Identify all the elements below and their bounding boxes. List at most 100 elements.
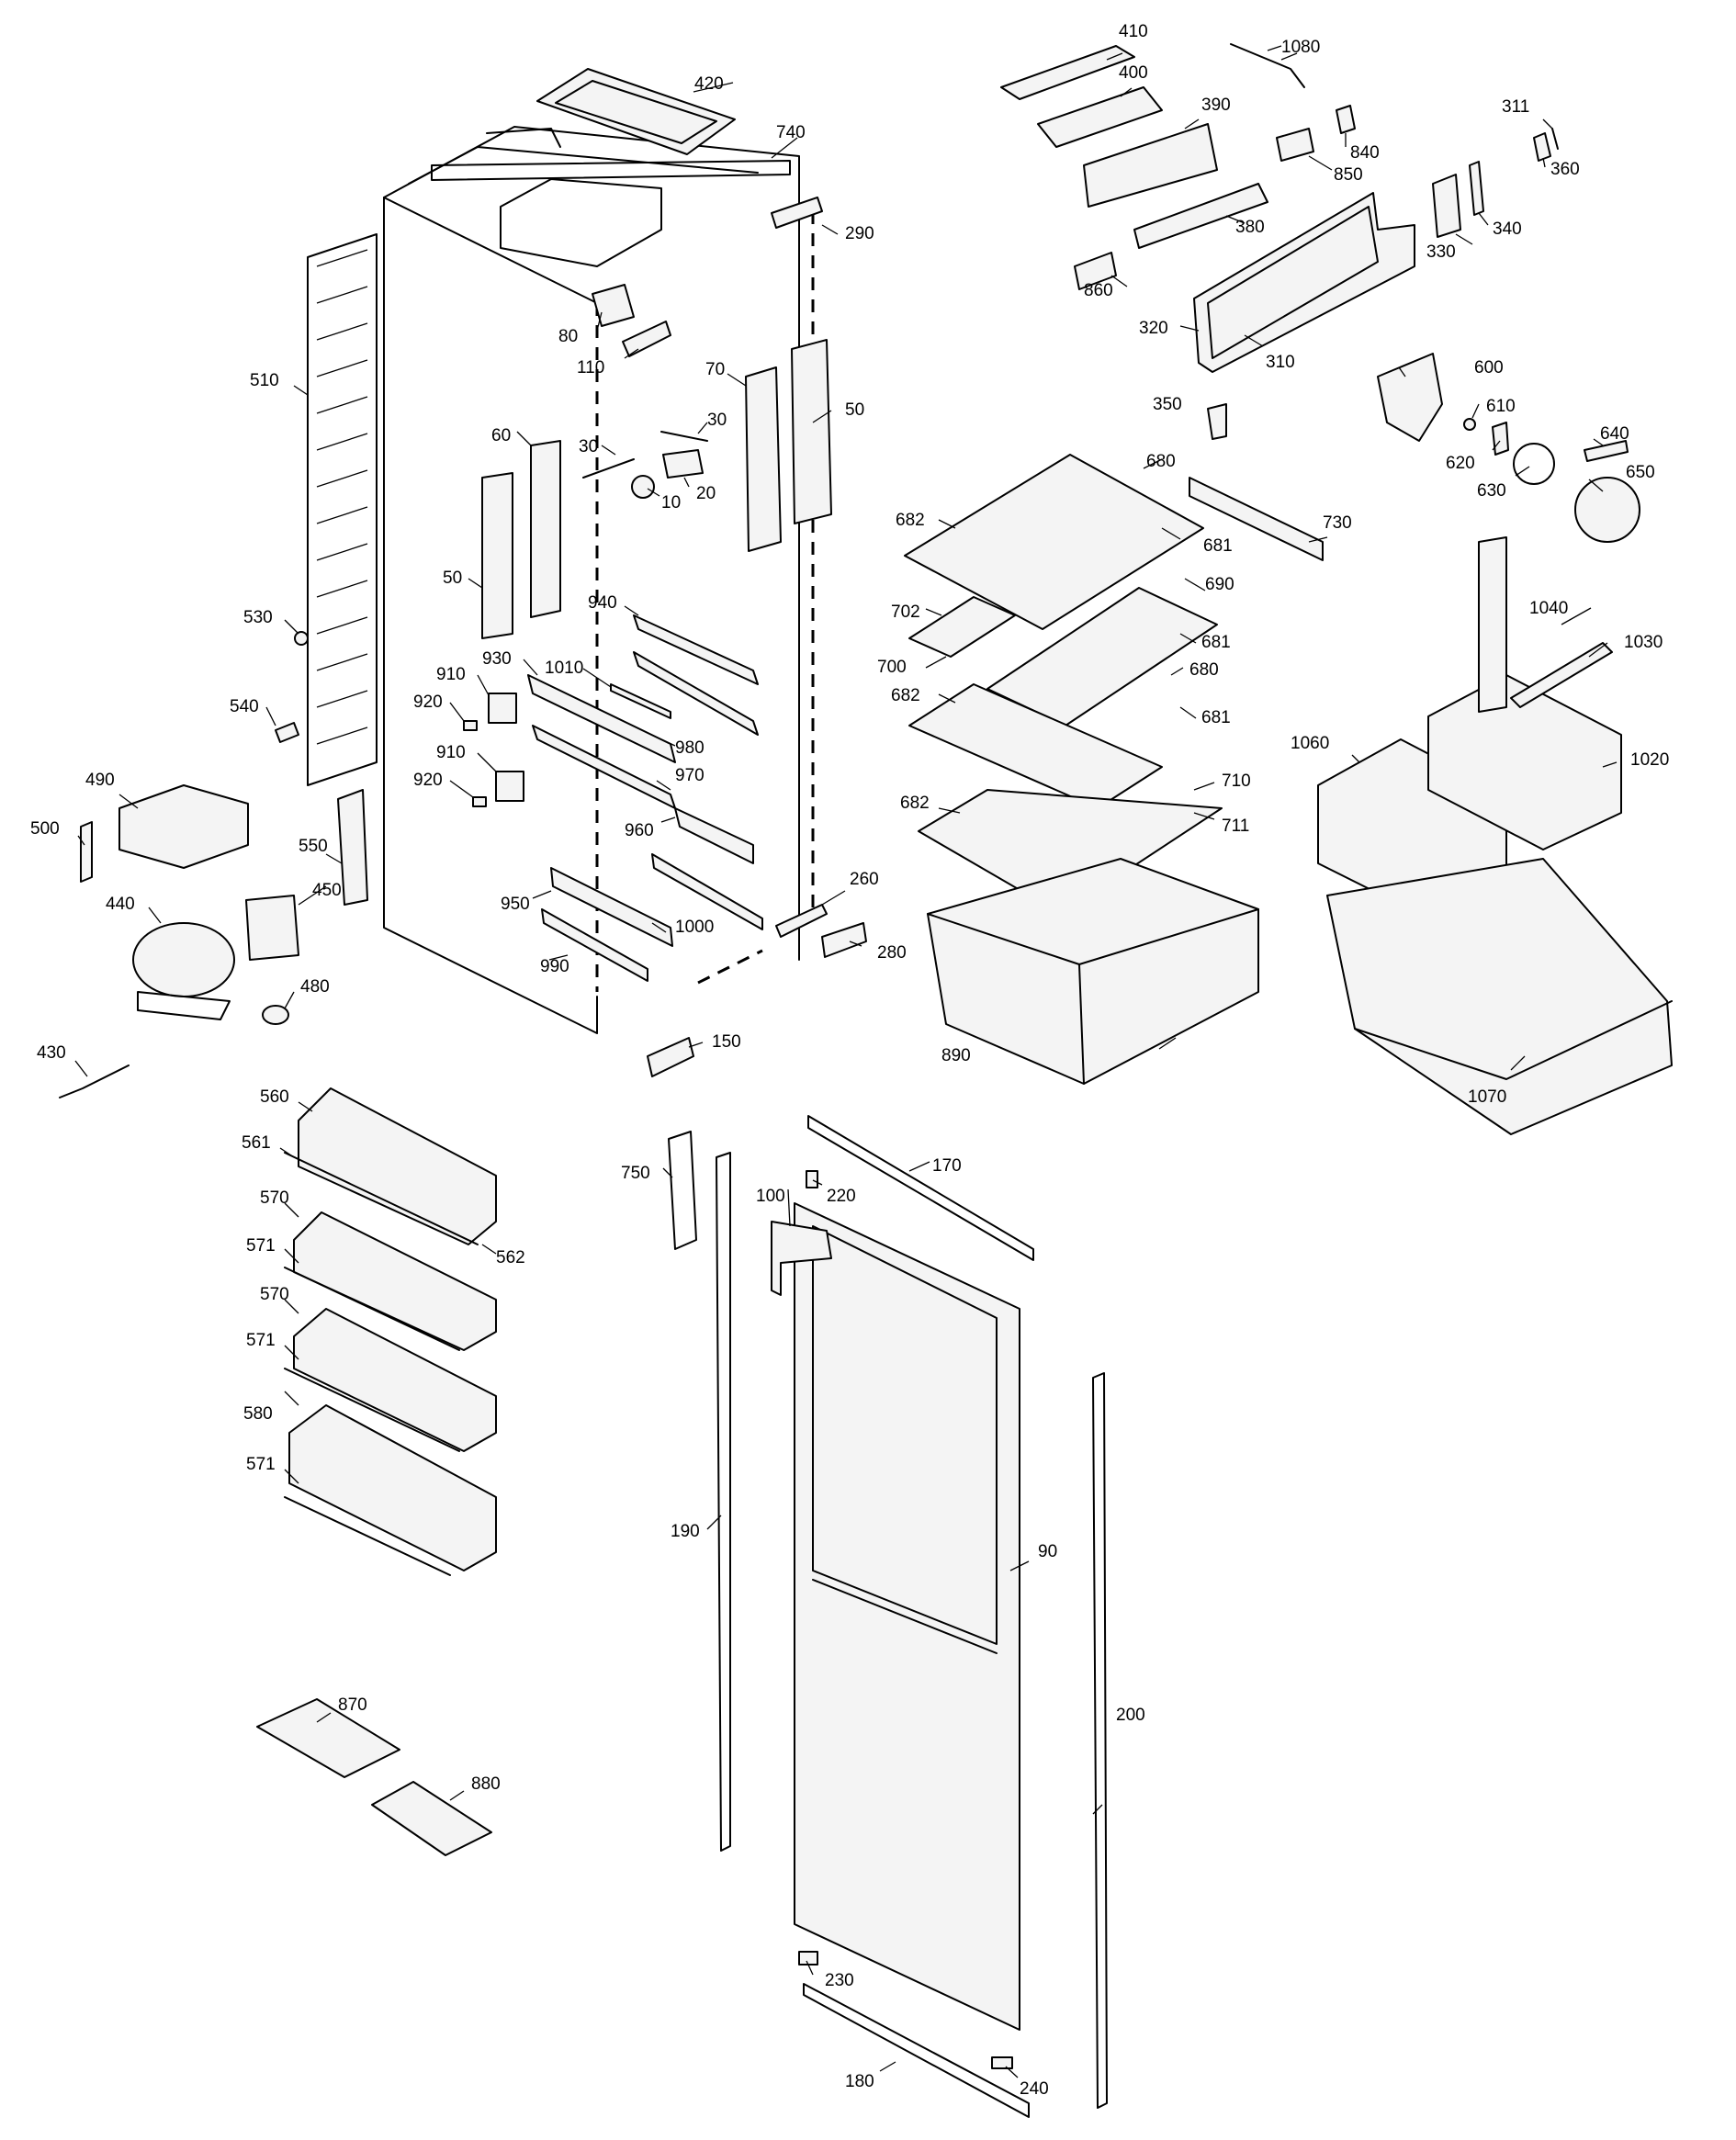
label-630: 630 — [1477, 481, 1506, 501]
bracket-1000 — [651, 853, 763, 930]
shelf-680-a — [904, 454, 1204, 630]
label-200: 200 — [1116, 1706, 1145, 1725]
label-910a: 910 — [436, 665, 466, 684]
rail-571-a — [284, 1267, 460, 1351]
part-450 — [245, 895, 299, 961]
ice-tray-880 — [371, 1781, 492, 1856]
label-70: 70 — [705, 360, 725, 379]
condenser-510 — [307, 233, 378, 786]
crisper-drawer-890 — [927, 858, 1259, 1085]
label-170: 170 — [932, 1156, 962, 1176]
label-450: 450 — [312, 881, 342, 900]
label-561: 561 — [242, 1133, 271, 1153]
label-571c: 571 — [246, 1455, 276, 1474]
label-980: 980 — [675, 738, 705, 758]
label-1060: 1060 — [1291, 734, 1329, 753]
part-360 — [1533, 132, 1551, 162]
label-740: 740 — [776, 123, 806, 142]
label-10: 10 — [661, 493, 681, 512]
label-500: 500 — [30, 819, 60, 839]
label-562: 562 — [496, 1248, 525, 1267]
label-1010: 1010 — [545, 659, 583, 678]
label-870: 870 — [338, 1695, 367, 1715]
strip-190 — [716, 1152, 731, 1852]
part-311 — [1551, 128, 1559, 150]
label-240: 240 — [1020, 2079, 1049, 2099]
top-cover-420 — [536, 68, 736, 155]
label-330: 330 — [1426, 242, 1456, 262]
part-330 — [1432, 174, 1461, 238]
part-480 — [262, 1005, 289, 1025]
part-220 — [806, 1170, 818, 1188]
label-290: 290 — [845, 224, 874, 243]
label-682a: 682 — [896, 511, 925, 530]
column-70 — [745, 366, 782, 552]
label-510: 510 — [250, 371, 279, 390]
part-620 — [1492, 422, 1509, 456]
label-860: 860 — [1084, 281, 1113, 300]
label-220: 220 — [827, 1187, 856, 1206]
label-571b: 571 — [246, 1331, 276, 1350]
label-750: 750 — [621, 1164, 650, 1183]
rail-571-c — [284, 1496, 451, 1576]
compressor-440 — [132, 922, 235, 997]
part-280 — [821, 922, 867, 958]
fan-shroud-650 — [1574, 477, 1640, 543]
label-711: 711 — [1222, 817, 1249, 836]
bracket-960 — [674, 807, 754, 864]
label-480: 480 — [300, 977, 330, 997]
part-number-labels: 420 740 290 80 110 510 60 30 30 70 50 50… — [30, 22, 1669, 2099]
part-150 — [647, 1037, 694, 1077]
label-380: 380 — [1235, 218, 1265, 237]
rail-740 — [431, 160, 791, 181]
label-920b: 920 — [413, 771, 443, 790]
label-260: 260 — [850, 870, 879, 889]
part-840 — [1336, 105, 1356, 134]
part-540 — [275, 722, 299, 743]
rail-180 — [803, 1983, 1030, 2118]
cover-410 — [1000, 45, 1135, 100]
part-530 — [294, 631, 309, 646]
label-1040: 1040 — [1529, 599, 1568, 618]
label-710: 710 — [1222, 772, 1251, 791]
label-90: 90 — [1038, 1542, 1057, 1561]
label-950: 950 — [501, 895, 530, 914]
label-700: 700 — [877, 658, 907, 677]
label-420: 420 — [694, 74, 724, 94]
label-571a: 571 — [246, 1236, 276, 1256]
label-560: 560 — [260, 1087, 289, 1107]
label-840: 840 — [1350, 143, 1380, 163]
housing-390 — [1083, 123, 1218, 208]
label-150: 150 — [712, 1032, 741, 1052]
screw-30-b — [660, 431, 708, 442]
bracket-980 — [633, 651, 759, 736]
label-190: 190 — [671, 1522, 700, 1541]
strip-200 — [1092, 1372, 1108, 2109]
part-610 — [1463, 418, 1476, 431]
part-100 — [771, 1221, 832, 1296]
fan-630 — [1513, 443, 1555, 485]
label-550: 550 — [299, 837, 328, 856]
label-620: 620 — [1446, 454, 1475, 473]
panel-50-left — [481, 472, 513, 639]
panel-380 — [1133, 183, 1268, 249]
label-440: 440 — [106, 895, 135, 914]
label-680a: 680 — [1146, 452, 1176, 471]
label-681a: 681 — [1203, 536, 1233, 556]
label-60: 60 — [491, 426, 511, 445]
label-570b: 570 — [260, 1285, 289, 1304]
label-400: 400 — [1119, 63, 1148, 83]
screw-30-a — [582, 458, 635, 479]
label-30b: 30 — [707, 411, 727, 430]
label-1020: 1020 — [1630, 750, 1669, 770]
part-20 — [662, 449, 704, 479]
label-1070: 1070 — [1468, 1087, 1506, 1107]
label-1000: 1000 — [675, 918, 714, 937]
bracket-940 — [633, 614, 759, 685]
label-530: 530 — [243, 608, 273, 627]
label-682b: 682 — [891, 686, 920, 705]
part-340 — [1469, 161, 1484, 216]
board-400 — [1037, 86, 1163, 148]
label-30a: 30 — [579, 437, 598, 456]
